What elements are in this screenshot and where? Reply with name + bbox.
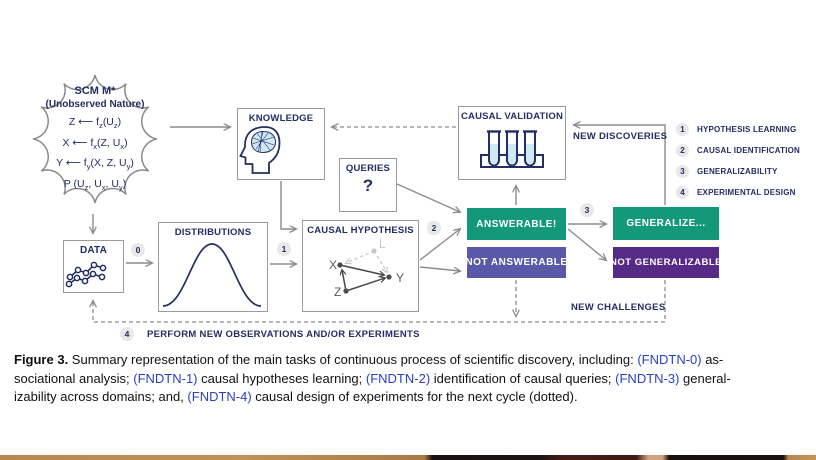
caption-text: general- <box>679 370 731 386</box>
distributions-label: DISTRIBUTIONS <box>174 227 252 238</box>
caption-line-2: sociational analysis; (FNDTN-1) causal h… <box>14 370 810 389</box>
queries-box: QUERIES ? <box>339 158 397 212</box>
causal-validation-box: CAUSAL VALIDATION <box>458 106 566 180</box>
not-generalizable-box: NOT GENERALIZABLE <box>610 247 722 278</box>
scm-subtitle: (Unobserved Nature) <box>45 99 145 110</box>
caption-line-3: izability across domains; and, (FNDTN-4)… <box>14 388 810 407</box>
scm-title: SCM M* <box>74 85 116 97</box>
caption-text: identification of causal queries; <box>430 370 616 386</box>
new-discoveries-label: NEW DISCOVERIES <box>573 131 668 142</box>
legend-3-label: GENERALIZABILITY <box>697 167 778 176</box>
causal-hypothesis-label: CAUSAL HYPOTHESIS <box>307 225 414 236</box>
scm-equation-x: X ⟵ fx(Z, Ux) <box>62 136 128 151</box>
legend-item-2: 2 CAUSAL IDENTIFICATION <box>676 144 800 157</box>
legend-4-badge: 4 <box>676 186 689 199</box>
not-answerable-label: NOT ANSWERABLE <box>465 257 568 268</box>
scm-equation-p: P (Uz, Ux, Uy) <box>63 177 127 192</box>
legend-item-1: 1 HYPOTHESIS LEARNING <box>676 123 796 136</box>
legend-2-badge: 2 <box>676 144 689 157</box>
head-brain-icon <box>239 126 281 174</box>
legend-2-label: CAUSAL IDENTIFICATION <box>697 146 801 155</box>
caption-ref-link[interactable]: (FNDTN-1) <box>133 370 198 386</box>
legend-item-4: 4 EXPERIMENTAL DESIGN <box>676 186 796 199</box>
test-tubes-icon <box>480 130 544 168</box>
distributions-box: DISTRIBUTIONS <box>158 222 268 312</box>
page-bottom-photo-sliver <box>0 455 816 460</box>
knowledge-box: KNOWLEDGE <box>237 108 325 180</box>
causal-validation-label: CAUSAL VALIDATION <box>460 111 564 122</box>
step-2-badge: 2 <box>427 221 441 235</box>
graph-node-x: X <box>329 258 337 272</box>
step-4-badge: 4 <box>120 327 134 341</box>
step-1-badge: 1 <box>277 242 291 256</box>
caption-ref-link[interactable]: (FNDTN-3) <box>615 370 680 386</box>
figure-caption: Figure 3. Summary representation of the … <box>14 351 810 407</box>
caption-text: causal design of experiments for the nex… <box>251 389 578 404</box>
answerable-label: ANSWERABLE! <box>476 218 557 230</box>
data-label: DATA <box>79 245 108 256</box>
caption-text: izability across domains; and, <box>14 389 188 404</box>
bell-curve <box>162 243 262 307</box>
not-answerable-box: NOT ANSWERABLE <box>465 247 568 278</box>
legend-4-label: EXPERIMENTAL DESIGN <box>697 188 796 197</box>
caption-ref-link[interactable]: (FNDTN-4) <box>187 389 252 404</box>
caption-text: Summary representation of the main tasks… <box>68 352 638 367</box>
legend-item-3: 3 GENERALIZABILITY <box>676 165 778 178</box>
knowledge-label: KNOWLEDGE <box>248 113 314 124</box>
scm-cloud-shape <box>32 74 158 204</box>
not-generalizable-label: NOT GENERALIZABLE <box>610 257 722 268</box>
legend-3-badge: 3 <box>676 165 689 178</box>
new-challenges-label: NEW CHALLENGES <box>571 302 666 313</box>
generalize-box: GENERALIZE... <box>613 207 719 240</box>
step-3-badge: 3 <box>580 203 594 217</box>
question-mark-icon: ? <box>362 176 374 195</box>
answerable-box: ANSWERABLE! <box>467 208 566 240</box>
scm-cloud: SCM M* (Unobserved Nature) Z ⟵ fz(Uz) X … <box>31 85 159 196</box>
graph-node-l: L <box>379 237 386 251</box>
caption-text: as- <box>701 352 724 367</box>
caption-text: sociational analysis; <box>14 370 134 386</box>
caption-text: Figure 3. <box>14 352 69 367</box>
legend-1-label: HYPOTHESIS LEARNING <box>697 125 797 134</box>
scm-equation-y: Y ⟵ fy(X, Z, Uy) <box>56 157 134 172</box>
causal-graph: X Y Z L <box>329 237 404 299</box>
caption-ref-link[interactable]: (FNDTN-0) <box>637 352 702 367</box>
diagram-connectors <box>32 74 666 323</box>
scm-equation-z: Z ⟵ fz(Uz) <box>68 116 122 131</box>
queries-label: QUERIES <box>345 163 391 174</box>
data-box: DATA <box>63 240 124 293</box>
caption-line-1: Figure 3. Summary representation of the … <box>14 351 810 370</box>
causal-hypothesis-box: CAUSAL HYPOTHESIS <box>302 220 419 312</box>
dashed-arrows <box>93 127 666 323</box>
solid-arrows <box>93 125 666 271</box>
graph-node-y: Y <box>396 271 404 285</box>
graph-node-z: Z <box>334 285 341 299</box>
data-lines-icon <box>65 261 107 288</box>
generalize-label: GENERALIZE... <box>626 218 706 229</box>
caption-ref-link[interactable]: (FNDTN-2) <box>365 370 431 386</box>
caption-text: causal hypotheses learning; <box>197 370 366 386</box>
step4-text: PERFORM NEW OBSERVATIONS AND/OR EXPERIME… <box>147 329 420 340</box>
step-0-badge: 0 <box>131 243 145 257</box>
legend-1-badge: 1 <box>676 123 689 136</box>
